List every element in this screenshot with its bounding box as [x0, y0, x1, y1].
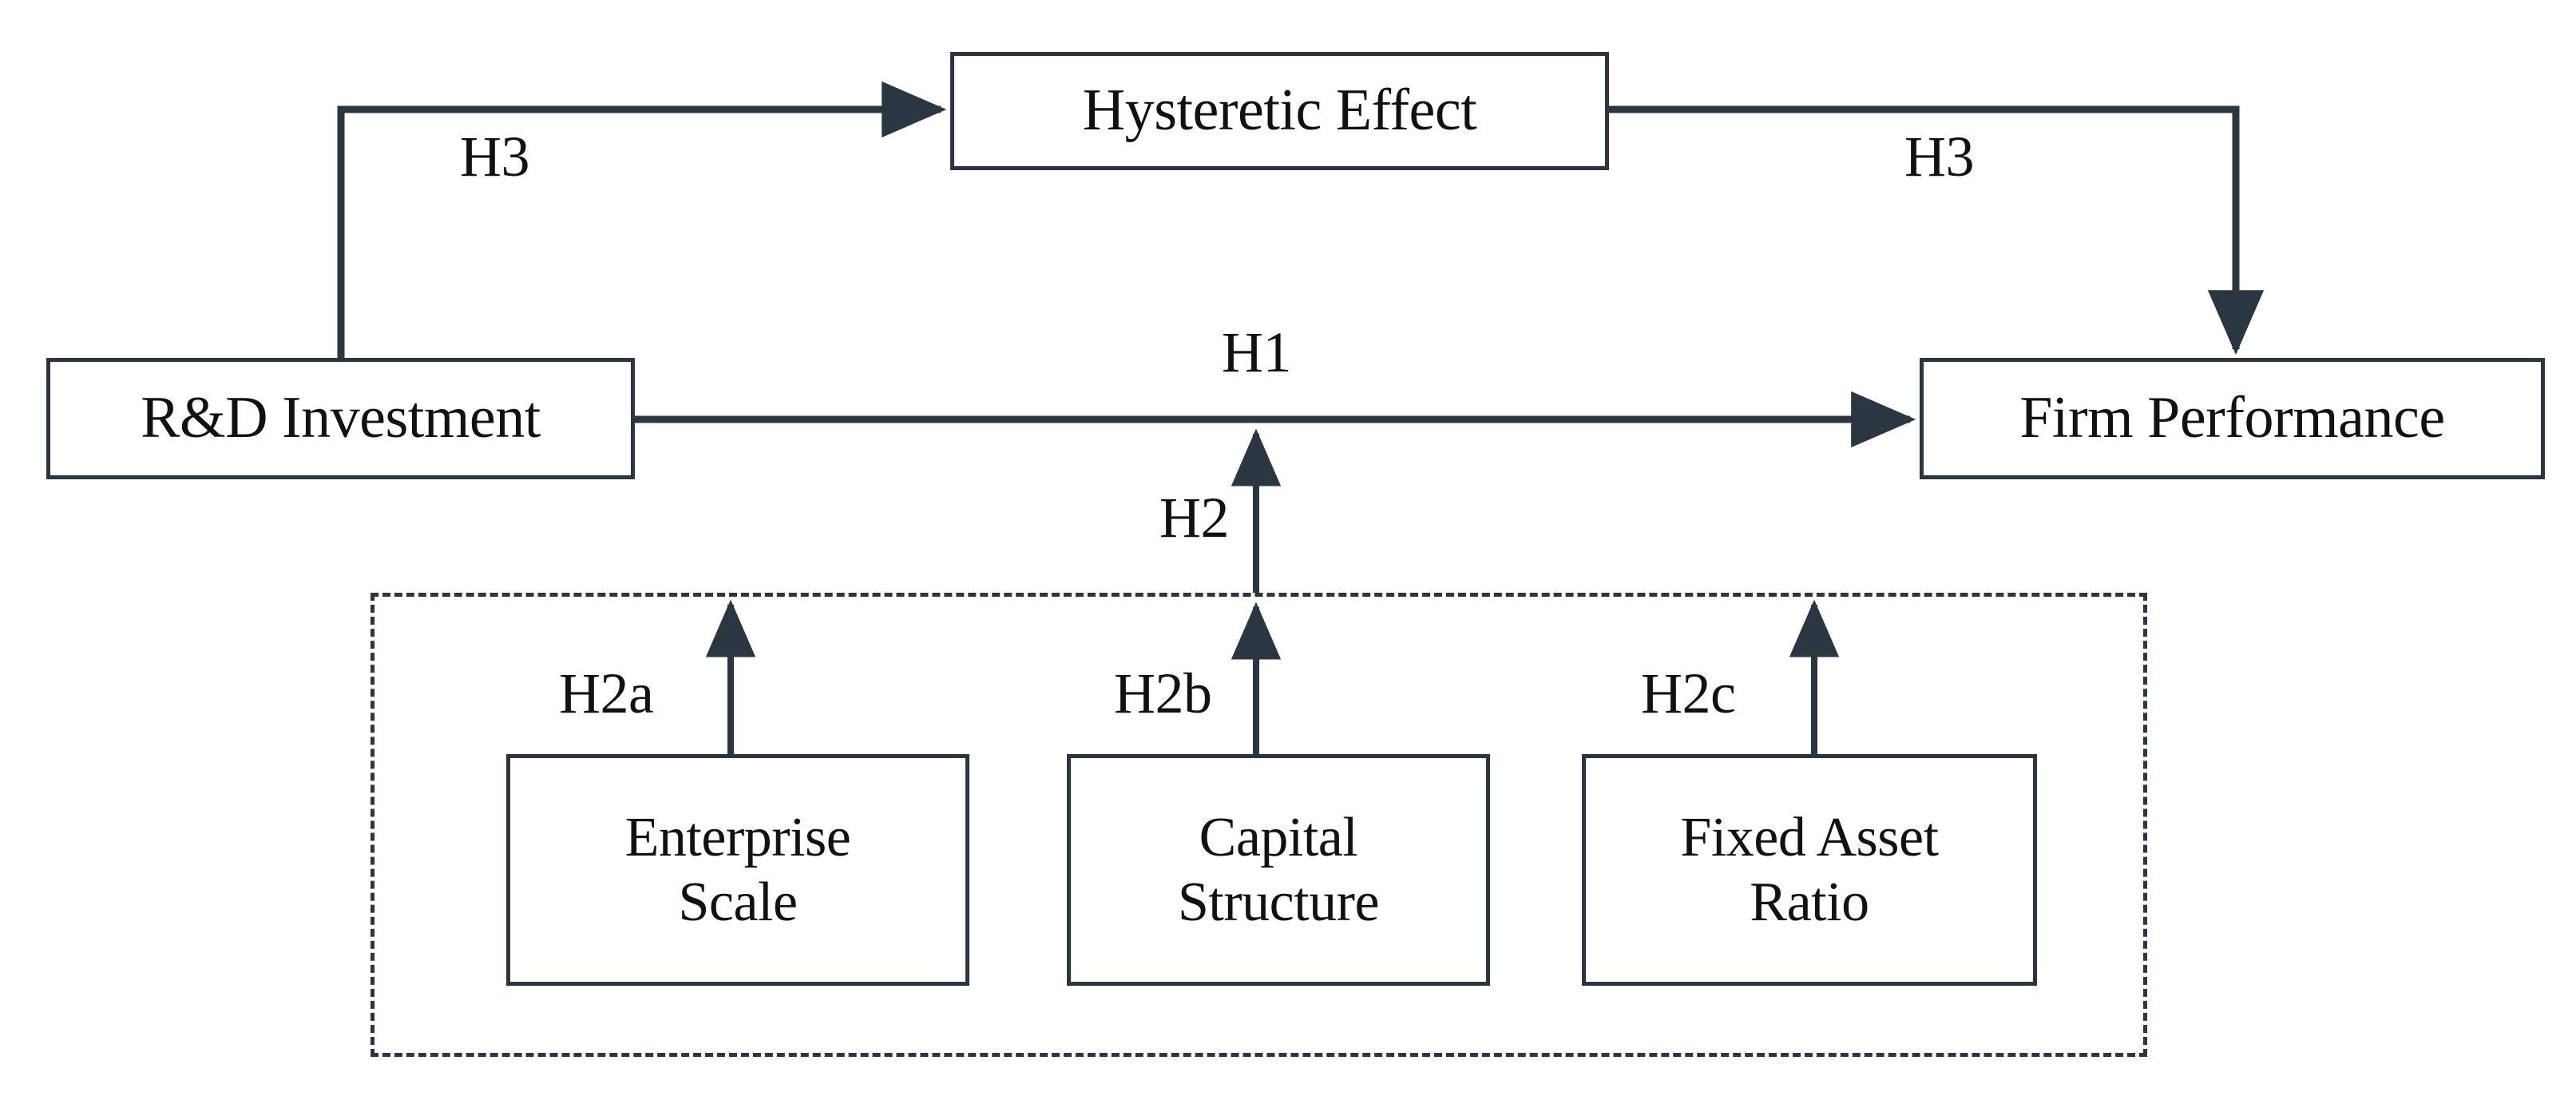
- edge-label-h3-right: H3: [1904, 125, 1975, 189]
- node-rd-investment[interactable]: R&D Investment: [46, 358, 635, 479]
- node-hysteretic-effect[interactable]: Hysteretic Effect: [950, 52, 1609, 170]
- node-rd-investment-label: R&D Investment: [141, 385, 541, 451]
- edge-label-h2: H2: [1159, 486, 1230, 550]
- edge-label-h2c: H2c: [1641, 661, 1736, 725]
- node-firm-performance[interactable]: Firm Performance: [1920, 358, 2545, 479]
- edge-label-h3-left: H3: [460, 125, 530, 189]
- edge-rd-to-hysteretic: [337, 81, 947, 358]
- node-hysteretic-effect-label: Hysteretic Effect: [1082, 77, 1477, 144]
- node-firm-performance-label: Firm Performance: [2019, 385, 2445, 451]
- edge-label-h1: H1: [1222, 320, 1292, 384]
- edge-hysteretic-to-firm: [1609, 105, 2265, 355]
- edge-label-h2b: H2b: [1114, 661, 1212, 725]
- edge-label-h2a: H2a: [559, 661, 654, 725]
